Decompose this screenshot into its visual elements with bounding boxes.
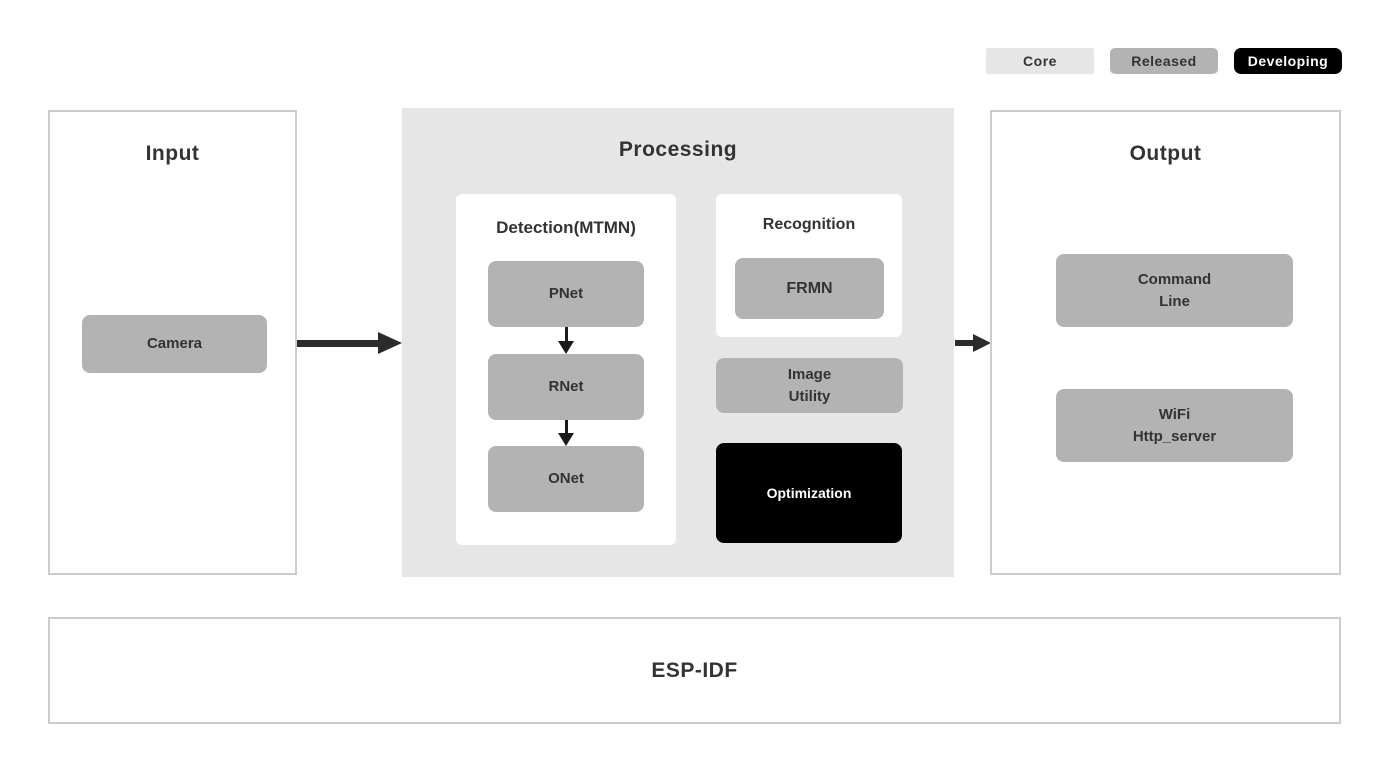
input-panel: Input Camera [48,110,297,575]
rnet-node: RNet [488,354,644,420]
arrow-head-down-icon [558,433,574,446]
detection-subpanel: Detection(MTMN) PNet RNet ONet [456,194,676,545]
pnet-to-rnet-arrow [558,327,574,354]
arrow-shaft [564,420,568,433]
recognition-title: Recognition [762,216,856,233]
arrow-shaft [564,327,568,341]
wifi-http-server-node: WiFi Http_server [1056,389,1293,462]
pnet-node: PNet [488,261,644,327]
arrow-shaft [297,339,378,347]
input-panel-title: Input [145,142,200,165]
image-utility-node: Image Utility [716,358,903,413]
processing-panel: Processing Detection(MTMN) PNet RNet ONe… [402,108,954,577]
legend-released-badge: Released [1110,48,1218,74]
legend-core-badge: Core [986,48,1094,74]
arrow-head-down-icon [558,341,574,354]
processing-to-output-arrow [955,332,991,354]
detection-title: Detection(MTMN) [496,218,636,237]
esp-idf-title: ESP-IDF [651,658,738,682]
optimization-node: Optimization [716,443,902,543]
esp-idf-panel: ESP-IDF [48,617,1341,724]
camera-node: Camera [82,315,267,373]
processing-panel-title: Processing [618,138,738,161]
command-line-node: Command Line [1056,254,1293,327]
output-panel-title: Output [1129,142,1202,165]
output-panel: Output Command Line WiFi Http_server [990,110,1341,575]
onet-node: ONet [488,446,644,512]
recognition-subpanel: Recognition FRMN [716,194,902,337]
arrow-shaft [955,340,973,346]
arrow-head-right-icon [973,334,991,352]
input-to-processing-arrow [297,332,402,354]
legend-developing-badge: Developing [1234,48,1342,74]
rnet-to-onet-arrow [558,420,574,446]
legend: Core Released Developing [986,48,1342,74]
frmn-node: FRMN [735,258,884,319]
arrow-head-right-icon [378,332,402,354]
